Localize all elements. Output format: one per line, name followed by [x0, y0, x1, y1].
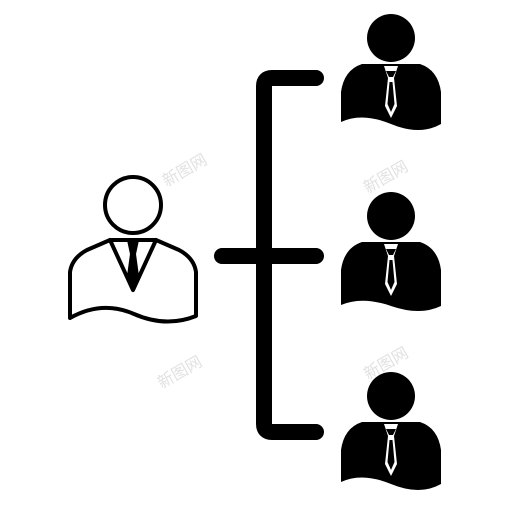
team-member-head: [367, 192, 415, 240]
connector-bracket: [256, 70, 324, 440]
team-member-icon-2: [341, 192, 441, 311]
watermark-text: 新图网: [159, 150, 210, 190]
manager-tie-knot: [127, 239, 139, 255]
manager-collar: [108, 238, 158, 292]
team-member-head: [367, 14, 415, 62]
manager-head: [103, 175, 163, 235]
manager-body: [68, 238, 198, 324]
manager-person-icon: [68, 175, 198, 324]
team-member-icon-3: [341, 372, 441, 490]
team-member-icon-1: [341, 14, 441, 130]
hierarchy-connector: [214, 70, 324, 440]
team-member-head: [367, 372, 415, 420]
watermark-text: 新图网: [360, 157, 411, 197]
manager-tie: [127, 253, 139, 289]
watermark-text: 新图网: [154, 352, 205, 392]
